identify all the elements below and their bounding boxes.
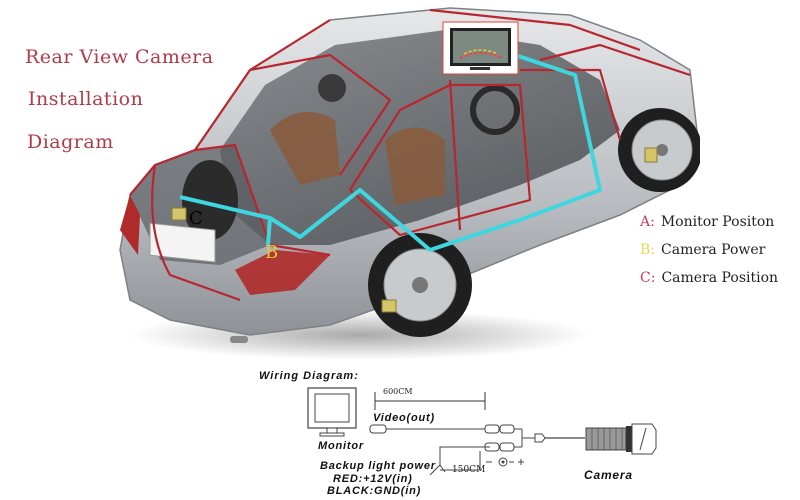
backup-light-power-label: Backup light power	[320, 460, 436, 472]
car-icon	[119, 7, 702, 360]
legend-item-camera-position: C: Camera Position	[640, 270, 778, 286]
legend-key-b: B:	[640, 242, 656, 258]
camera-cable-route	[179, 48, 602, 252]
cable-length-long: 600CM	[383, 387, 413, 396]
marker-b-camera-power: B	[265, 242, 279, 263]
black-wire-label: BLACK:GND(in)	[327, 485, 422, 497]
legend-item-camera-power: B: Camera Power	[640, 242, 765, 258]
monitor-label: Monitor	[318, 440, 364, 452]
diagram-title-line-2: Installation	[28, 88, 144, 110]
diagram-title-line-3: Diagram	[27, 131, 114, 153]
marker-c-camera-position: C	[189, 208, 203, 229]
legend-label-a: Monitor Positon	[660, 214, 775, 230]
legend-key-c: C:	[640, 270, 656, 286]
video-out-label: Video(out)	[373, 412, 435, 424]
camera-label: Camera	[584, 468, 633, 482]
monitor-icon	[307, 387, 357, 437]
body-outline	[129, 8, 691, 302]
monitor-position-inset	[442, 21, 519, 75]
car-cutaway-illustration	[100, 0, 702, 370]
cable-length-short: 150CM	[452, 465, 486, 475]
legend-item-monitor-position: A: Monitor Positon	[640, 214, 774, 230]
legend-label-c: Camera Position	[661, 270, 779, 286]
diagram-title-line-1: Rear View Camera	[25, 46, 214, 68]
legend-key-a: A:	[640, 214, 655, 230]
legend-label-b: Camera Power	[661, 242, 766, 258]
camera-icon	[585, 423, 657, 455]
red-wire-label: RED:+12V(in)	[333, 473, 413, 485]
wiring-diagram-title: Wiring Diagram:	[259, 370, 359, 382]
wiring-schematic	[307, 387, 657, 476]
